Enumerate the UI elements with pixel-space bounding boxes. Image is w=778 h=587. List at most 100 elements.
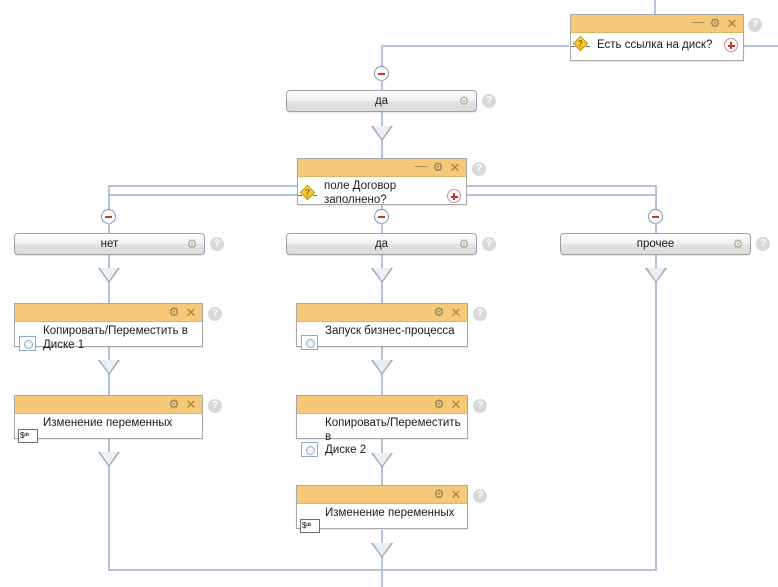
node-action-copy-disk1[interactable]: ⚙ ✕ Копировать/Переместить в Диске 1 [14,303,203,351]
connector-cond2-mid-drop [381,200,383,212]
connector-varsleft-to-merge [108,439,110,571]
branch-label-net[interactable]: нет ⚙ [14,233,205,255]
connector-cond1-left [381,45,569,47]
node-body: Запуск бизнес-процесса [297,322,467,355]
close-icon[interactable]: ✕ [449,160,461,175]
gear-icon[interactable]: ⚙ [433,397,445,411]
process-action-icon [301,335,318,350]
node-label-line2: заполнено? [324,193,387,206]
connector-cond1-right [744,45,778,47]
minimize-icon[interactable]: — [414,158,428,173]
gear-icon[interactable]: ⚙ [709,16,721,30]
node-body: ? поле Договор заполнено? [298,177,466,211]
connector-net-minus-stub [108,223,110,233]
condition-diamond-icon: ? [571,35,590,52]
add-branch-button[interactable] [724,38,738,52]
variables-icon: $ᵃᵇ [18,429,38,443]
close-icon[interactable]: ✕ [450,305,462,320]
node-titlebar: ⚙ ✕ [297,396,467,414]
collapse-handle-da-1[interactable] [374,66,389,81]
node-action-variables-mid[interactable]: ⚙ ✕ $ᵃᵇ Изменение переменных [296,485,468,533]
collapse-handle-prochee[interactable] [648,209,663,224]
help-icon-da-2[interactable]: ? [482,237,496,251]
add-branch-button[interactable] [447,189,461,203]
connector-bus-left-drop [108,185,110,209]
branch-label-text: да [374,238,389,250]
help-icon-prochee[interactable]: ? [756,237,770,251]
minimize-icon[interactable]: — [691,14,705,29]
branch-label-da-1[interactable]: да ⚙ [286,90,477,112]
gear-icon[interactable]: ⚙ [186,237,198,251]
condition-diamond-icon: ? [298,184,317,201]
node-label: Изменение переменных [325,507,455,519]
collapse-handle-net[interactable] [101,209,116,224]
variables-icon: $ᵃᵇ [300,519,320,533]
connector-top-stub [654,0,656,14]
close-icon[interactable]: ✕ [185,397,197,412]
close-icon[interactable]: ✕ [450,487,462,502]
connector-cond2-right-stub [466,185,656,187]
node-body: Копировать/Переместить в Диске 2 [297,414,467,462]
node-body: Копировать/Переместить в Диске 1 [15,322,202,356]
disk-action-icon [19,336,36,351]
connector-merge-bus [108,569,656,571]
node-titlebar: ⚙ ✕ [15,304,202,322]
help-icon-copy-disk1[interactable]: ? [208,307,222,321]
branch-label-text: да [374,95,389,107]
node-label: Запуск бизнес-процесса [325,325,455,337]
branch-label-text: прочее [636,238,675,250]
node-condition-disk-link[interactable]: — ⚙ ✕ ? Есть ссылка на диск? [570,14,744,61]
connector-varsmid-to-merge [381,530,383,587]
node-action-variables-left[interactable]: ⚙ ✕ $ᵃᵇ Изменение переменных [14,395,203,443]
node-titlebar: ⚙ ✕ [297,486,467,504]
node-titlebar: ⚙ ✕ [15,396,202,414]
node-action-copy-disk2[interactable]: ⚙ ✕ Копировать/Переместить в Диске 2 [296,395,468,457]
node-action-start-bp[interactable]: ⚙ ✕ Запуск бизнес-процесса [296,303,468,350]
close-icon[interactable]: ✕ [450,397,462,412]
connector-prochee-minus-stub [655,223,657,233]
disk-action-icon [301,441,318,457]
connector-cond1-to-da [381,45,383,75]
node-body: ? Есть ссылка на диск? [571,33,743,66]
connector-prochee-to-merge [655,255,657,571]
help-icon-start-bp[interactable]: ? [473,307,487,321]
branch-label-da-2[interactable]: да ⚙ [286,233,477,255]
gear-icon[interactable]: ⚙ [168,397,180,411]
close-icon[interactable]: ✕ [726,16,738,31]
help-icon-copy-disk2[interactable]: ? [473,399,487,413]
gear-icon[interactable]: ⚙ [432,160,444,174]
close-icon[interactable]: ✕ [185,305,197,320]
help-icon-cond-dogovor[interactable]: ? [472,162,486,176]
connector-da2-minus-stub [381,223,383,233]
gear-icon[interactable]: ⚙ [433,487,445,501]
connector-bus-right-drop [655,185,657,209]
node-label: Изменение переменных [43,417,173,429]
node-label-line1: поле Договор [324,180,397,192]
gear-icon[interactable]: ⚙ [732,237,744,251]
help-icon-net[interactable]: ? [210,237,224,251]
gear-icon[interactable]: ⚙ [458,237,470,251]
connector-minus-to-da-pill [381,80,383,90]
help-icon-cond-disk-link[interactable]: ? [748,18,762,32]
node-body: $ᵃᵇ Изменение переменных [297,504,467,537]
connector-cond2-left-stub [108,185,298,187]
node-label-line2: Диске 2 [325,444,367,456]
node-titlebar: — ⚙ ✕ [298,159,466,177]
node-label: Есть ссылка на диск? [597,39,713,51]
node-condition-dogovor[interactable]: — ⚙ ✕ ? поле Договор заполнено? [297,158,467,206]
help-icon-da-1[interactable]: ? [482,94,496,108]
gear-icon[interactable]: ⚙ [458,94,470,108]
node-label-line2: Диске 1 [43,338,85,351]
collapse-handle-da-2[interactable] [374,209,389,224]
help-icon-variables-mid[interactable]: ? [473,489,487,503]
gear-icon[interactable]: ⚙ [433,305,445,319]
node-body: $ᵃᵇ Изменение переменных [15,414,202,447]
node-label-line1: Копировать/Переместить в [43,325,188,337]
node-titlebar: — ⚙ ✕ [571,15,743,33]
gear-icon[interactable]: ⚙ [168,305,180,319]
branch-label-prochee[interactable]: прочее ⚙ [560,233,751,255]
help-icon-variables-left[interactable]: ? [208,399,222,413]
node-titlebar: ⚙ ✕ [297,304,467,322]
branch-label-text: нет [100,238,119,250]
